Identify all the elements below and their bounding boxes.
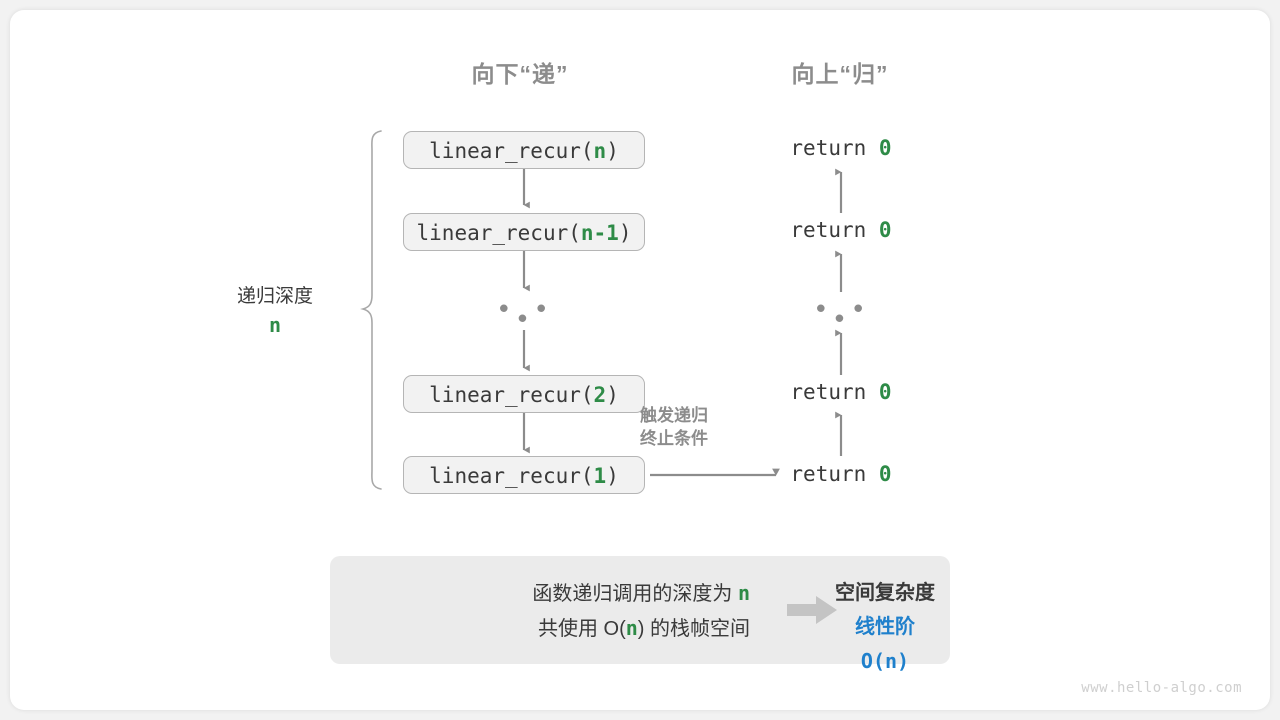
return-label-third: return 0	[741, 380, 941, 404]
call-box-arg: 2	[593, 383, 607, 407]
return-keyword: return	[790, 380, 867, 404]
recursion-depth-text: 递归深度	[236, 286, 313, 307]
summary-description: 函数递归调用的深度为 n 共使用 O(n) 的栈帧空间	[350, 576, 750, 646]
recursion-depth-label: 递归深度 n	[195, 282, 355, 340]
call-box-suffix: )	[618, 221, 632, 245]
summary-line2-text-a: 共使用 O(	[537, 618, 626, 640]
summary-conclusion: 空间复杂度 线性阶 O(n)	[830, 576, 940, 679]
return-keyword: return	[790, 136, 867, 160]
call-box-prefix: linear_recur(	[429, 464, 594, 488]
call-box-arg: n-1	[580, 221, 619, 245]
terminate-note-line1: 触发递归	[640, 406, 708, 425]
call-box-n: linear_recur(n)	[403, 131, 645, 169]
return-label-base: return 0	[741, 462, 941, 486]
return-keyword: return	[790, 218, 867, 242]
watermark: www.hello-algo.com	[1081, 680, 1242, 696]
call-box-1: linear_recur(1)	[403, 456, 645, 494]
return-label-second: return 0	[741, 218, 941, 242]
summary-line-1: 函数递归调用的深度为 n	[350, 576, 750, 611]
ellipsis-descend: • • •	[496, 295, 552, 335]
return-label-top: return 0	[741, 136, 941, 160]
summary-conclusion-value-text: 线性阶	[855, 616, 915, 638]
summary-conclusion-title: 空间复杂度	[835, 582, 935, 604]
terminate-condition-note: 触发递归 终止条件	[640, 404, 790, 450]
return-value: 0	[878, 462, 892, 486]
call-box-2: linear_recur(2)	[403, 375, 645, 413]
summary-panel: 函数递归调用的深度为 n 共使用 O(n) 的栈帧空间 空间复杂度 线性阶 O(…	[330, 556, 950, 673]
summary-conclusion-value-mono: O(n)	[860, 649, 910, 673]
column-header-ascend: 向上“归”	[791, 61, 889, 87]
call-box-suffix: )	[606, 464, 619, 488]
summary-conclusion-value: 线性阶 O(n)	[830, 610, 940, 679]
right-arrow-icon	[787, 596, 837, 624]
return-value: 0	[878, 380, 892, 404]
summary-line2-value: n	[625, 616, 638, 640]
summary-line1-value: n	[737, 581, 750, 605]
return-value: 0	[878, 218, 892, 242]
depth-brace	[360, 130, 382, 490]
call-box-prefix: linear_recur(	[416, 221, 581, 245]
return-keyword: return	[790, 462, 867, 486]
call-box-suffix: )	[606, 383, 619, 407]
ellipsis-ascend: • • •	[813, 295, 869, 335]
summary-line-2: 共使用 O(n) 的栈帧空间	[350, 611, 750, 646]
call-box-arg: n	[593, 139, 607, 163]
return-value: 0	[878, 136, 892, 160]
call-box-prefix: linear_recur(	[429, 139, 594, 163]
call-box-n-minus-1: linear_recur(n-1)	[403, 213, 645, 251]
column-header-descend: 向下“递”	[471, 61, 569, 87]
summary-line1-text: 函数递归调用的深度为	[532, 583, 738, 605]
call-box-suffix: )	[606, 139, 619, 163]
call-box-arg: 1	[593, 464, 607, 488]
call-box-prefix: linear_recur(	[429, 383, 594, 407]
summary-line2-text-b: ) 的栈帧空间	[637, 618, 750, 640]
terminate-note-line2: 终止条件	[640, 429, 708, 448]
recursion-depth-value: n	[268, 313, 282, 337]
